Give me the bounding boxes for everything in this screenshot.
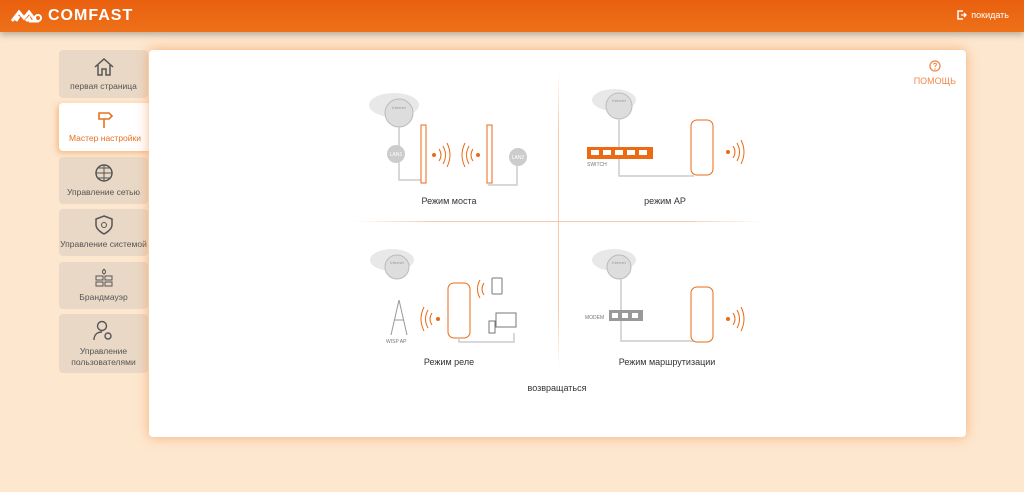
mode-ap[interactable]: Internet SWITCH режим AP xyxy=(579,80,769,210)
internet-label: Internet xyxy=(390,260,404,265)
mode-label: режим AP xyxy=(644,196,686,206)
sidebar-item-label: Управление системой xyxy=(60,239,147,249)
sidebar-item-label: Мастер настройки xyxy=(68,132,141,143)
sidebar-item-home[interactable]: первая страница xyxy=(59,50,148,98)
lan1-label: LAN1 xyxy=(390,152,403,158)
sidebar-item-system[interactable]: Управление системой xyxy=(59,209,148,256)
modem-label: MODEM xyxy=(585,315,604,321)
mode-repeater[interactable]: Internet WISP AP Режим реле xyxy=(364,245,554,370)
help-icon xyxy=(929,60,941,72)
internet-label: Internet xyxy=(392,105,406,110)
help-label: ПОМОЩЬ xyxy=(913,76,956,86)
sidebar-item-network[interactable]: Управление сетью xyxy=(59,157,148,204)
sidebar-item-label: первая страница xyxy=(70,80,137,91)
mode-label: Режим моста xyxy=(421,196,477,206)
help-button[interactable]: ПОМОЩЬ xyxy=(914,60,956,86)
logout-button[interactable]: покидать xyxy=(957,10,1009,20)
ap-diagram: Internet SWITCH xyxy=(587,89,745,177)
router-diagram: Internet MODEM xyxy=(585,249,745,343)
sidebar-item-firewall[interactable]: Брандмауэр xyxy=(59,262,148,309)
mode-bridge[interactable]: Internet LAN1 LAN2 Режим моста xyxy=(359,85,549,210)
sidebar-item-users[interactable]: Управление пользователями xyxy=(59,314,148,373)
back-button[interactable]: возвращаться xyxy=(527,383,587,393)
switch-label: SWITCH xyxy=(587,162,607,168)
sidebar-item-label: Брандмауэр xyxy=(79,292,128,302)
shield-gear-icon xyxy=(94,215,113,235)
mode-label: Режим маршрутизации xyxy=(618,357,716,367)
mode-label: Режим реле xyxy=(423,357,475,367)
comfast-logo-icon xyxy=(10,9,42,23)
firewall-icon xyxy=(95,268,112,287)
brand-logo: COMFAST xyxy=(10,7,133,25)
repeater-diagram: Internet WISP AP xyxy=(370,249,517,345)
sidebar-item-label: Управление пользователями xyxy=(71,345,136,367)
brand-name: COMFAST xyxy=(48,7,134,24)
bridge-diagram: Internet LAN1 LAN2 xyxy=(369,93,527,186)
sidebar-item-label: Управление сетью xyxy=(66,187,140,197)
user-settings-icon xyxy=(92,320,112,340)
mode-router[interactable]: Internet MODEM Режим маршрутизации xyxy=(579,245,769,370)
setup-wizard-panel: ПОМОЩЬ Internet LAN1 LAN2 Режим моста In… xyxy=(149,50,966,437)
wisp-label: WISP AP xyxy=(386,339,407,345)
signpost-icon xyxy=(98,111,114,128)
lan2-label: LAN2 xyxy=(512,155,525,161)
sidebar-item-setup-wizard[interactable]: Мастер настройки xyxy=(59,103,151,151)
divider-horizontal xyxy=(352,221,765,222)
divider-vertical xyxy=(558,70,559,370)
internet-label: Internet xyxy=(612,98,626,103)
globe-icon xyxy=(94,164,113,182)
internet-label: Internet xyxy=(612,260,626,265)
logout-label: покидать xyxy=(971,10,1009,20)
home-icon xyxy=(94,57,113,76)
logout-icon xyxy=(957,10,968,20)
top-bar: COMFAST покидать xyxy=(0,0,1024,32)
